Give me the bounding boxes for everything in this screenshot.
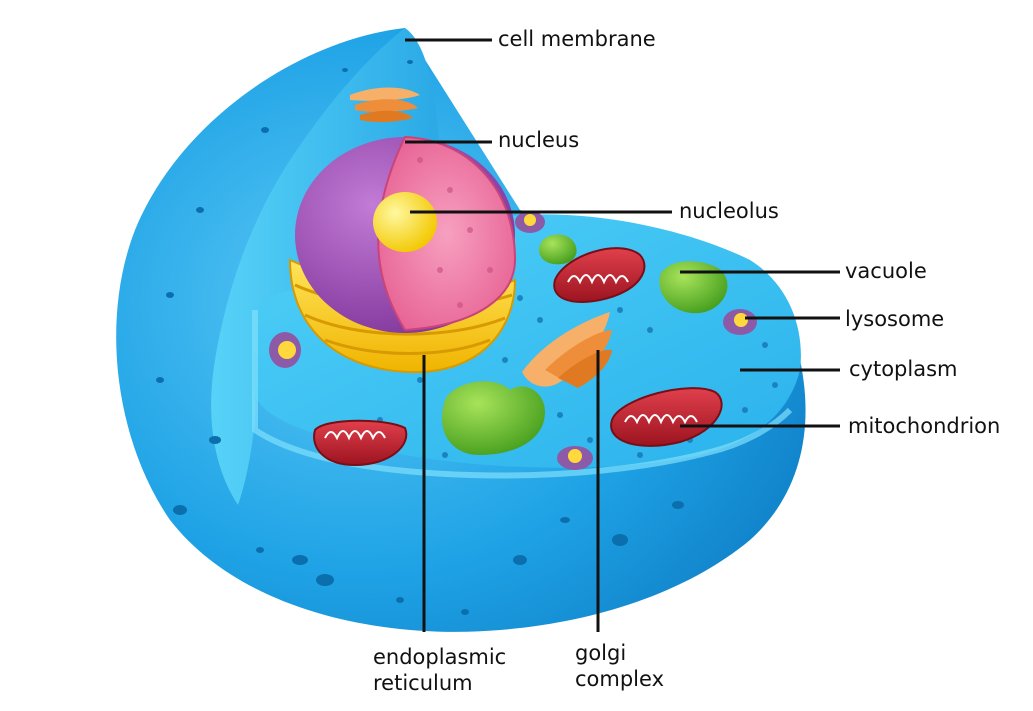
lysosome-bottom <box>557 446 593 470</box>
label-golgi-complex: golgi complex <box>575 641 664 691</box>
mitochondrion-left <box>313 419 408 467</box>
label-lysosome: lysosome <box>845 307 945 331</box>
mitochondrion-right <box>610 387 723 447</box>
golgi-small <box>350 87 420 123</box>
label-nucleus: nucleus <box>498 128 580 152</box>
membrane-pores <box>156 60 684 615</box>
label-mitochondrion: mitochondrion <box>848 414 1001 438</box>
mitochondrion-upper <box>553 247 646 303</box>
vacuole-large <box>441 381 545 455</box>
label-vacuole: vacuole <box>845 259 927 283</box>
label-cytoplasm: cytoplasm <box>849 357 958 381</box>
vacuole-right <box>659 261 728 314</box>
leader-lines <box>405 38 840 632</box>
nucleolus-shape <box>373 192 437 252</box>
lysosome-right <box>723 309 757 335</box>
cut-floor-edge <box>252 310 793 479</box>
lysosome-top <box>515 211 545 233</box>
lysosome-wall <box>269 332 301 368</box>
label-nucleolus: nucleolus <box>679 199 779 223</box>
vacuole-small <box>539 234 577 265</box>
label-endoplasmic-reticulum: endoplasmic reticulum <box>373 645 507 695</box>
label-cell-membrane: cell membrane <box>498 27 656 51</box>
